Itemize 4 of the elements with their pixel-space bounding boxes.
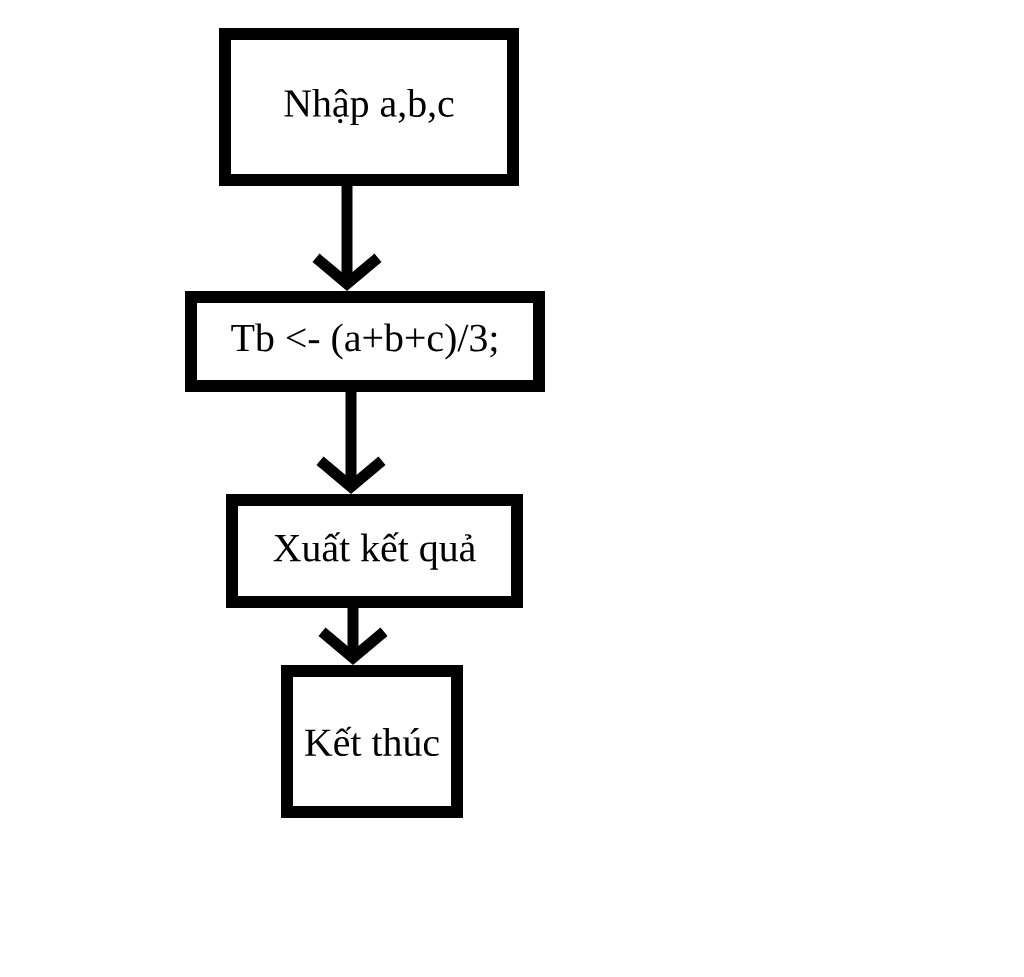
process-box: Nhập a,b,c [219, 28, 519, 186]
process-box: Xuất kết quả [226, 494, 523, 608]
process-box: Kết thúc [281, 665, 463, 818]
process-box: Tb <- (a+b+c)/3; [185, 291, 545, 392]
